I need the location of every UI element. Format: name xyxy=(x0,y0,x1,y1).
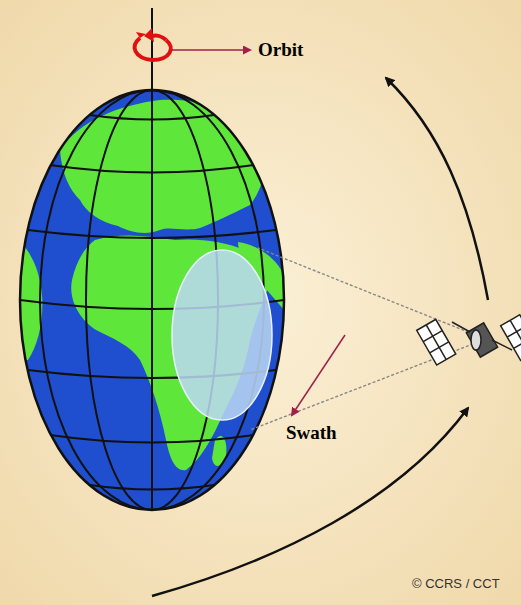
copyright-note: © CCRS / CCT xyxy=(412,576,500,591)
orbit-label: Orbit xyxy=(258,39,303,61)
swath-label: Swath xyxy=(286,422,337,444)
